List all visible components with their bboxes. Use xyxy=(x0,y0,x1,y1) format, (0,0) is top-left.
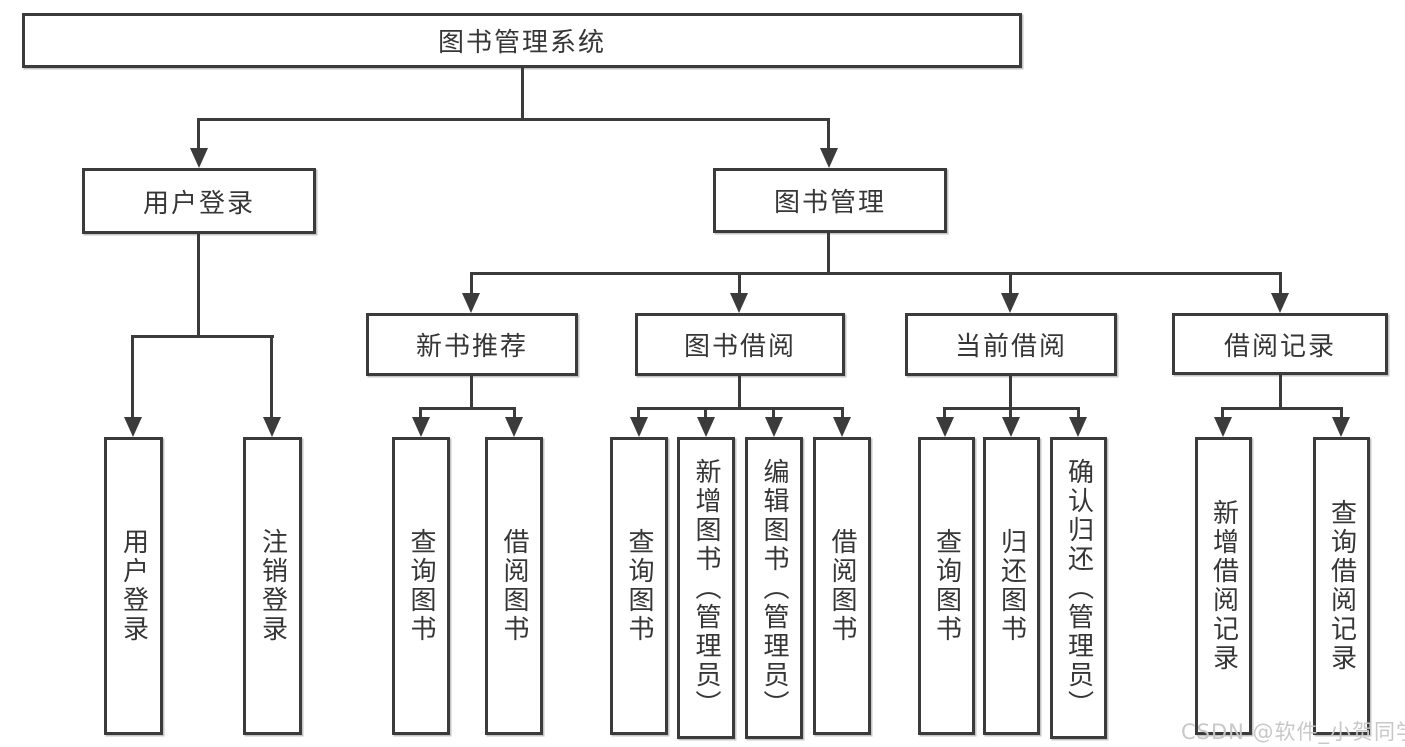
connector-level1-bus xyxy=(197,118,830,121)
connector-user-bus xyxy=(131,335,274,338)
csdn-watermark: CSDN @软件_小贺同学 xyxy=(1181,720,1405,744)
arrowhead-leaf-icon xyxy=(1069,417,1087,437)
leaf-query-borrow-record: 查询借阅记录 xyxy=(1313,437,1370,735)
connector-to-book-borrow xyxy=(738,272,741,295)
connector-leaf-drop xyxy=(419,407,422,419)
connector-leaf-drop xyxy=(513,407,516,419)
connector-root-down xyxy=(521,68,524,118)
connector-to-user-login xyxy=(197,118,200,150)
leaf-add-books-admin: 新增图书（管理员） xyxy=(677,437,735,739)
connector-newbook-down xyxy=(470,376,473,407)
connector-leaf-drop xyxy=(1077,407,1080,419)
leaf-add-borrow-record: 新增借阅记录 xyxy=(1195,437,1252,735)
leaf-confirm-return-admin: 确认归还（管理员） xyxy=(1050,437,1107,739)
node-user-login: 用户登录 xyxy=(82,168,316,234)
leaf-return-books: 归还图书 xyxy=(983,437,1040,735)
leaf-query-books-recommend: 查询图书 xyxy=(392,437,450,735)
connector-currentborrow-down xyxy=(1009,376,1012,407)
node-current-borrow: 当前借阅 xyxy=(905,313,1117,376)
leaf-query-books-borrow: 查询图书 xyxy=(610,437,668,735)
connector-to-borrow-records xyxy=(1279,272,1282,295)
connector-bookborrow-down xyxy=(738,376,741,407)
connector-level3-bus xyxy=(470,272,1282,275)
connector-leaf-drop xyxy=(637,407,640,419)
arrowhead-leaf-logout-icon xyxy=(263,417,281,437)
arrowhead-current-borrow-icon xyxy=(1001,293,1019,313)
arrowhead-leaf-icon xyxy=(412,417,430,437)
node-book-borrow: 图书借阅 xyxy=(635,313,845,376)
connector-to-leaf-logout xyxy=(270,335,273,418)
connector-leaf-drop xyxy=(943,407,946,419)
arrowhead-leaf-user-login-icon xyxy=(124,417,142,437)
connector-user-branch-down xyxy=(197,234,200,335)
connector-to-new-book xyxy=(470,272,473,295)
arrowhead-book-management-icon xyxy=(820,148,838,168)
connector-to-book-management xyxy=(827,118,830,150)
connector-mgmt-down xyxy=(827,233,830,272)
connector-to-current-borrow xyxy=(1009,272,1012,295)
connector-newbook-bus xyxy=(419,407,516,410)
connector-leaf-drop xyxy=(1340,407,1343,419)
arrowhead-borrow-records-icon xyxy=(1271,293,1289,313)
node-root: 图书管理系统 xyxy=(22,13,1022,68)
leaf-borrow-books-recommend: 借阅图书 xyxy=(485,437,543,735)
node-new-book-recommend: 新书推荐 xyxy=(366,313,578,376)
connector-records-down xyxy=(1279,375,1282,407)
leaf-edit-books-admin: 编辑图书（管理员） xyxy=(745,437,803,739)
connector-to-leaf-user-login xyxy=(131,335,134,418)
connector-bookborrow-bus xyxy=(637,407,844,410)
connector-leaf-drop xyxy=(772,407,775,419)
node-book-management: 图书管理 xyxy=(713,168,947,233)
leaf-borrow-books: 借阅图书 xyxy=(813,437,871,735)
arrowhead-new-book-icon xyxy=(462,293,480,313)
arrowhead-leaf-icon xyxy=(697,417,715,437)
arrowhead-leaf-icon xyxy=(936,417,954,437)
leaf-logout: 注销登录 xyxy=(243,437,302,735)
arrowhead-leaf-icon xyxy=(1002,417,1020,437)
connector-leaf-drop xyxy=(704,407,707,419)
arrowhead-leaf-icon xyxy=(833,417,851,437)
arrowhead-book-borrow-icon xyxy=(730,293,748,313)
arrowhead-leaf-icon xyxy=(505,417,523,437)
connector-records-bus xyxy=(1221,407,1343,410)
arrowhead-leaf-icon xyxy=(1332,417,1350,437)
arrowhead-leaf-icon xyxy=(1214,417,1232,437)
leaf-query-books-current: 查询图书 xyxy=(918,437,975,735)
arrowhead-user-login-icon xyxy=(190,148,208,168)
node-borrow-records: 借阅记录 xyxy=(1172,313,1388,375)
arrowhead-leaf-icon xyxy=(630,417,648,437)
connector-leaf-drop xyxy=(841,407,844,419)
connector-leaf-drop xyxy=(1009,407,1012,419)
leaf-user-login: 用户登录 xyxy=(104,437,163,735)
arrowhead-leaf-icon xyxy=(765,417,783,437)
connector-leaf-drop xyxy=(1221,407,1224,419)
